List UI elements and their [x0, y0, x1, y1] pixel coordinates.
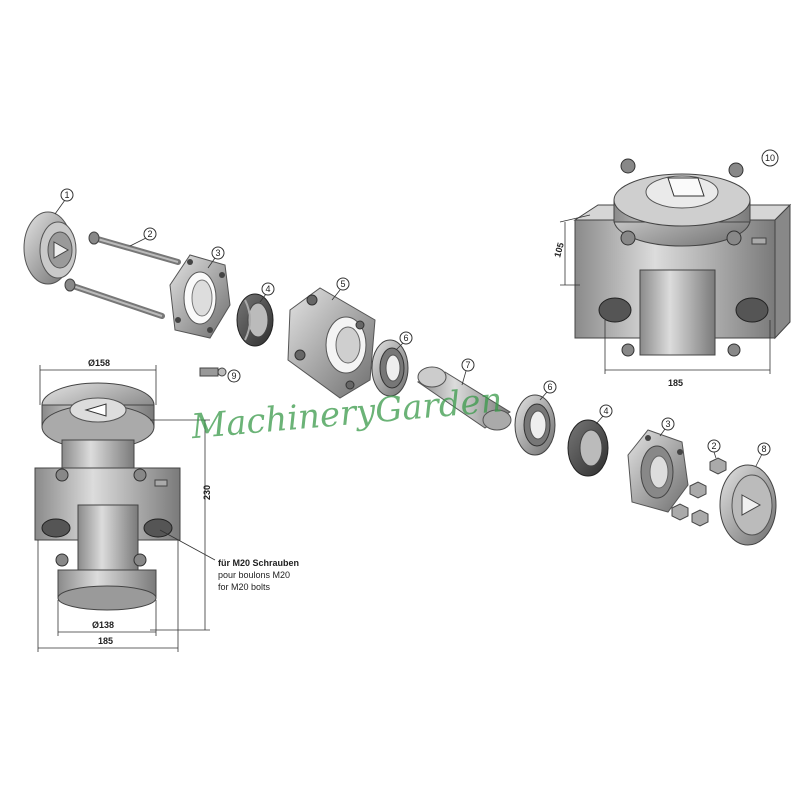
dim-right-width: 185: [668, 378, 683, 388]
dim-height: 230: [202, 485, 212, 500]
dim-width: 185: [98, 636, 113, 646]
note-fr: pour boulons M20: [218, 570, 290, 580]
left-dimensions: Ø158 230 Ø138 185: [37, 358, 212, 652]
part-9-grease-nipple: [199, 367, 227, 377]
part-1-pulley: [23, 211, 77, 285]
svg-text:5: 5: [340, 279, 345, 289]
bolt-note: für M20 Schrauben pour boulons M20 for M…: [159, 529, 299, 592]
callout-7: 7: [461, 358, 475, 386]
callout-1: 1: [54, 188, 74, 215]
svg-text:9: 9: [231, 371, 236, 381]
part-2-nuts: [671, 457, 727, 527]
note-en: for M20 bolts: [218, 582, 271, 592]
svg-text:7: 7: [465, 360, 470, 370]
svg-text:2: 2: [711, 441, 716, 451]
svg-text:4: 4: [603, 406, 608, 416]
part-3-flange-right: [627, 429, 689, 513]
assembled-perspective-view: [573, 158, 792, 357]
part-8-pulley: [719, 464, 777, 546]
svg-text:10: 10: [765, 153, 775, 163]
svg-text:3: 3: [665, 419, 670, 429]
part-6-bearing-right: [514, 394, 556, 456]
svg-text:6: 6: [547, 382, 552, 392]
part-7-shaft: [416, 366, 512, 431]
callout-9: 9: [227, 369, 241, 383]
dim-bottom-diameter: Ø138: [92, 620, 114, 630]
svg-text:2: 2: [147, 229, 152, 239]
part-6-bearing-left: [371, 339, 409, 397]
part-3-flange: [169, 254, 231, 339]
part-4-seal-left: [236, 293, 274, 347]
callout-6-top: 6: [395, 331, 413, 351]
note-de: für M20 Schrauben: [218, 558, 299, 568]
svg-text:4: 4: [265, 284, 270, 294]
svg-text:6: 6: [403, 333, 408, 343]
dim-top-diameter: Ø158: [88, 358, 110, 368]
callout-5: 5: [331, 277, 350, 301]
callout-6-bottom: 6: [539, 380, 557, 401]
part-5-housing: [287, 287, 376, 399]
callout-2-top: 2: [129, 227, 157, 247]
part-2-bolts: [64, 231, 181, 319]
callout-2-bottom: 2: [707, 439, 721, 459]
svg-text:1: 1: [64, 190, 69, 200]
callout-4-bottom: 4: [595, 404, 613, 425]
right-dimensions: 105 185: [552, 214, 771, 388]
assembled-side-view: [34, 382, 181, 611]
callout-4-top: 4: [259, 282, 275, 303]
callout-8: 8: [755, 442, 771, 467]
callout-3-bottom: 3: [659, 417, 675, 437]
dim-right-height: 105: [552, 241, 566, 258]
svg-text:8: 8: [761, 444, 766, 454]
part-4-seal-right: [567, 419, 609, 477]
svg-text:3: 3: [215, 248, 220, 258]
callout-3-top: 3: [207, 246, 225, 269]
callout-10: 10: [761, 149, 779, 167]
